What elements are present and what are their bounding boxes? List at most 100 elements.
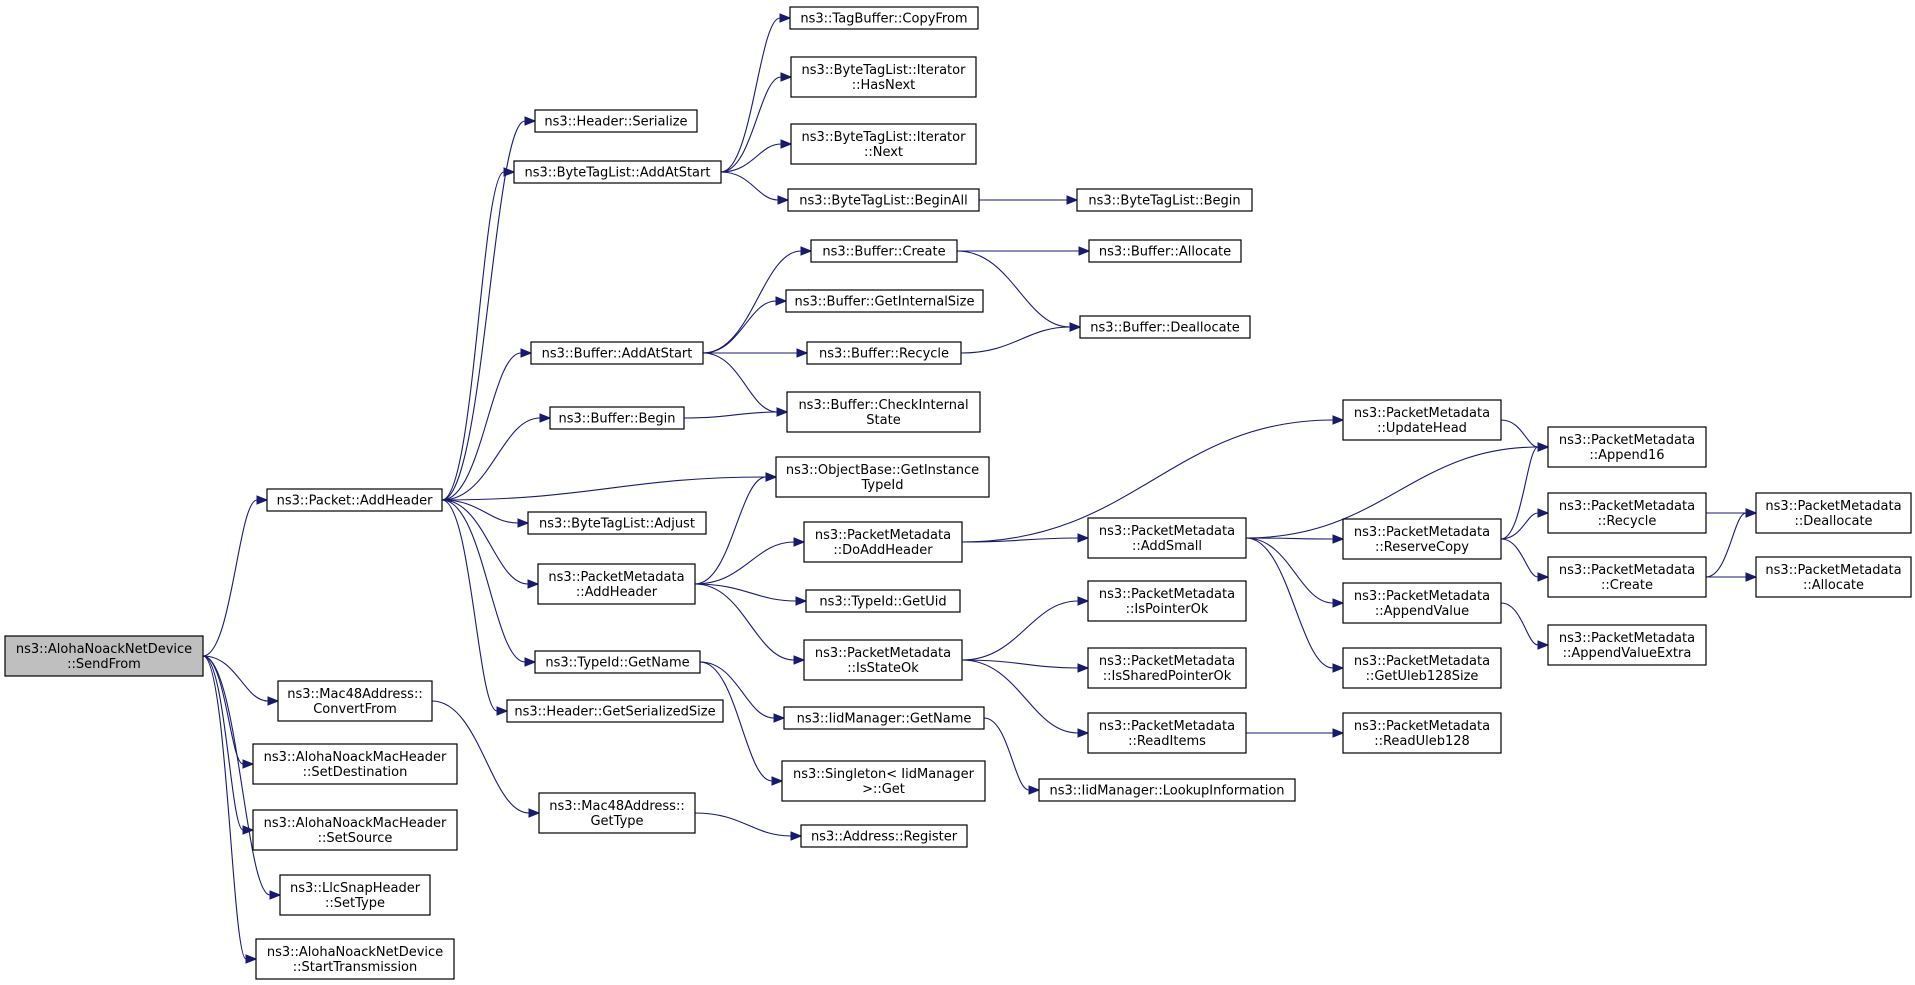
edge-n25-to-n34 [961, 415, 1345, 543]
node-n33[interactable]: ns3::Buffer::Deallocate [1079, 315, 1251, 339]
node-label-line: ::SetSource [318, 831, 393, 846]
node-n21[interactable]: ns3::Buffer::GetInternalSize [785, 289, 984, 313]
node-label-line: ns3::ByteTagList::Iterator [802, 63, 967, 78]
node-label-line: ::Next [864, 145, 903, 160]
edge-line [702, 300, 777, 354]
node-n1[interactable]: ns3::Packet::AddHeader [266, 488, 443, 512]
node-label-line: ::IsSharedPointerOk [1103, 669, 1232, 684]
node-n4[interactable]: ns3::AlohaNoackMacHeader::SetSource [252, 809, 458, 851]
node-n38[interactable]: ns3::PacketMetadata::ReadItems [1087, 712, 1247, 754]
node-box [1342, 399, 1502, 441]
node-n20[interactable]: ns3::Buffer::Create [810, 239, 958, 263]
edge-line [699, 661, 775, 719]
node-n25[interactable]: ns3::PacketMetadata::DoAddHeader [803, 521, 963, 563]
node-n37[interactable]: ns3::PacketMetadata::IsSharedPointerOk [1087, 647, 1247, 689]
node-box [252, 809, 458, 851]
node-n17[interactable]: ns3::ByteTagList::Iterator::HasNext [790, 56, 977, 98]
edge-arrowhead [790, 831, 803, 841]
node-n43[interactable]: ns3::PacketMetadata::ReadUleb128 [1342, 712, 1502, 754]
edge-n25-to-n35 [961, 533, 1090, 543]
node-label-line: ns3::TypeId::GetName [545, 656, 689, 671]
node-n29[interactable]: ns3::Singleton< IidManager >::Get [781, 760, 986, 802]
node-box [786, 391, 981, 433]
edge-arrowhead [777, 195, 790, 205]
edge-n0-to-n1 [202, 495, 269, 657]
edge-arrowhead [245, 954, 258, 964]
node-box [1342, 518, 1502, 560]
node-label-line: ns3::PacketMetadata [1354, 719, 1490, 734]
node-n6[interactable]: ns3::AlohaNoackNetDevice::StartTransmiss… [255, 938, 455, 980]
edge-arrowhead [1745, 572, 1758, 582]
node-n18[interactable]: ns3::ByteTagList::Iterator::Next [790, 123, 977, 165]
node-n42[interactable]: ns3::PacketMetadata::GetUleb128Size [1342, 647, 1502, 689]
edge-arrowhead [1332, 415, 1345, 425]
node-n10[interactable]: ns3::Buffer::Begin [549, 406, 685, 430]
node-n2[interactable]: ns3::Mac48Address::ConvertFrom [277, 680, 433, 722]
edge-line [441, 499, 526, 663]
edge-n9-to-n22 [703, 348, 809, 358]
node-n15[interactable]: ns3::Mac48Address::GetType [538, 792, 696, 834]
node-n32[interactable]: ns3::Buffer::Allocate [1088, 239, 1242, 263]
node-n45[interactable]: ns3::PacketMetadata::Recycle [1547, 492, 1707, 534]
edge-n13-to-n28 [699, 661, 786, 723]
node-n9[interactable]: ns3::Buffer::AddAtStart [530, 341, 704, 365]
edges-layer [202, 13, 1758, 964]
node-n28[interactable]: ns3::IidManager::GetName [783, 706, 985, 730]
node-n36[interactable]: ns3::PacketMetadata::IsPointerOk [1087, 580, 1247, 622]
edge-n1-to-n11 [441, 499, 530, 528]
edge-n9-to-n23 [702, 352, 789, 417]
edge-n1-to-n9 [441, 348, 533, 501]
node-n7[interactable]: ns3::Header::Serialize [534, 109, 698, 133]
node-box [803, 521, 963, 563]
node-box [800, 824, 968, 848]
node-label-line: ::SendFrom [67, 657, 141, 672]
node-n41[interactable]: ns3::PacketMetadata::AppendValue [1342, 582, 1502, 624]
node-n8[interactable]: ns3::ByteTagList::AddAtStart [513, 160, 722, 184]
node-n19[interactable]: ns3::ByteTagList::BeginAll [787, 188, 980, 212]
node-n49[interactable]: ns3::PacketMetadata::Allocate [1755, 556, 1912, 598]
edge-n1-to-n10 [441, 413, 552, 501]
edge-arrowhead [1332, 728, 1345, 738]
edge-n35-to-n41 [1245, 537, 1345, 608]
node-box [1087, 517, 1247, 559]
node-n27[interactable]: ns3::PacketMetadata::IsStateOk [803, 639, 963, 681]
node-n48[interactable]: ns3::PacketMetadata::Deallocate [1755, 492, 1912, 534]
node-box [787, 188, 980, 212]
edge-arrowhead [1537, 508, 1550, 518]
edge-line [683, 411, 778, 419]
node-label-line: ns3::Packet::AddHeader [277, 494, 433, 509]
edge-line [441, 120, 526, 501]
node-label-line: ns3::PacketMetadata [1559, 563, 1695, 578]
edge-line [694, 541, 795, 585]
edge-arrowhead [242, 759, 255, 769]
node-n3[interactable]: ns3::AlohaNoackMacHeader::SetDestination [252, 743, 458, 785]
node-n39[interactable]: ns3::IidManager::LookupInformation [1038, 778, 1296, 802]
node-n16[interactable]: ns3::TagBuffer::CopyFrom [789, 6, 979, 30]
node-n46[interactable]: ns3::PacketMetadata::Create [1547, 556, 1707, 598]
node-n31[interactable]: ns3::ByteTagList::Begin [1076, 188, 1253, 212]
node-n13[interactable]: ns3::TypeId::GetName [534, 650, 701, 674]
edge-arrowhead [1332, 598, 1345, 608]
node-n26[interactable]: ns3::TypeId::GetUid [805, 589, 961, 613]
node-box [537, 563, 696, 605]
node-n22[interactable]: ns3::Buffer::Recycle [806, 341, 962, 365]
node-label-line: ns3::Buffer::Create [822, 245, 945, 260]
node-n40[interactable]: ns3::PacketMetadata::ReserveCopy [1342, 518, 1502, 560]
edge-arrowhead [771, 776, 784, 786]
node-n5[interactable]: ns3::LlcSnapHeader::SetType [279, 874, 431, 916]
node-n11[interactable]: ns3::ByteTagList::Adjust [527, 511, 707, 535]
edge-n0-to-n2 [202, 655, 280, 706]
edge-n12-to-n27 [694, 583, 806, 665]
node-n44[interactable]: ns3::PacketMetadata::Append16 [1547, 426, 1707, 468]
node-n30[interactable]: ns3::Address::Register [800, 824, 968, 848]
node-n12[interactable]: ns3::PacketMetadata::AddHeader [537, 563, 696, 605]
node-n0[interactable]: ns3::AlohaNoackNetDevice::SendFrom [4, 635, 204, 677]
edge-n35-to-n42 [1245, 537, 1345, 673]
node-n14[interactable]: ns3::Header::GetSerializedSize [506, 699, 724, 723]
node-n34[interactable]: ns3::PacketMetadata::UpdateHead [1342, 399, 1502, 441]
edge-n1-to-n24 [441, 472, 778, 501]
node-n47[interactable]: ns3::PacketMetadata::AppendValueExtra [1547, 624, 1707, 666]
node-n35[interactable]: ns3::PacketMetadata::AddSmall [1087, 517, 1247, 559]
